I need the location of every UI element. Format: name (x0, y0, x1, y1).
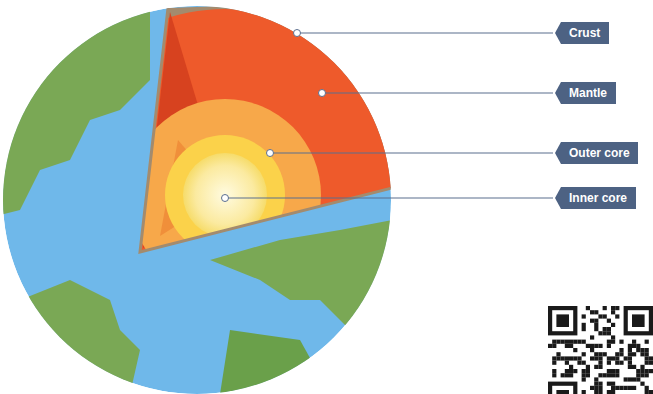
globe (0, 0, 411, 394)
layer-label: Outer core (555, 142, 638, 164)
qr-code (548, 306, 653, 394)
leader-dots (222, 30, 326, 202)
cutaway (0, 0, 411, 394)
leader-lines (225, 33, 553, 198)
layer-label: Crust (555, 22, 609, 44)
label-tag: Inner core (555, 187, 636, 209)
layer-label: Inner core (555, 187, 636, 209)
layer-label: Mantle (555, 82, 616, 104)
label-tag: Crust (555, 22, 609, 44)
label-tag: Mantle (555, 82, 616, 104)
label-tag: Outer core (555, 142, 638, 164)
